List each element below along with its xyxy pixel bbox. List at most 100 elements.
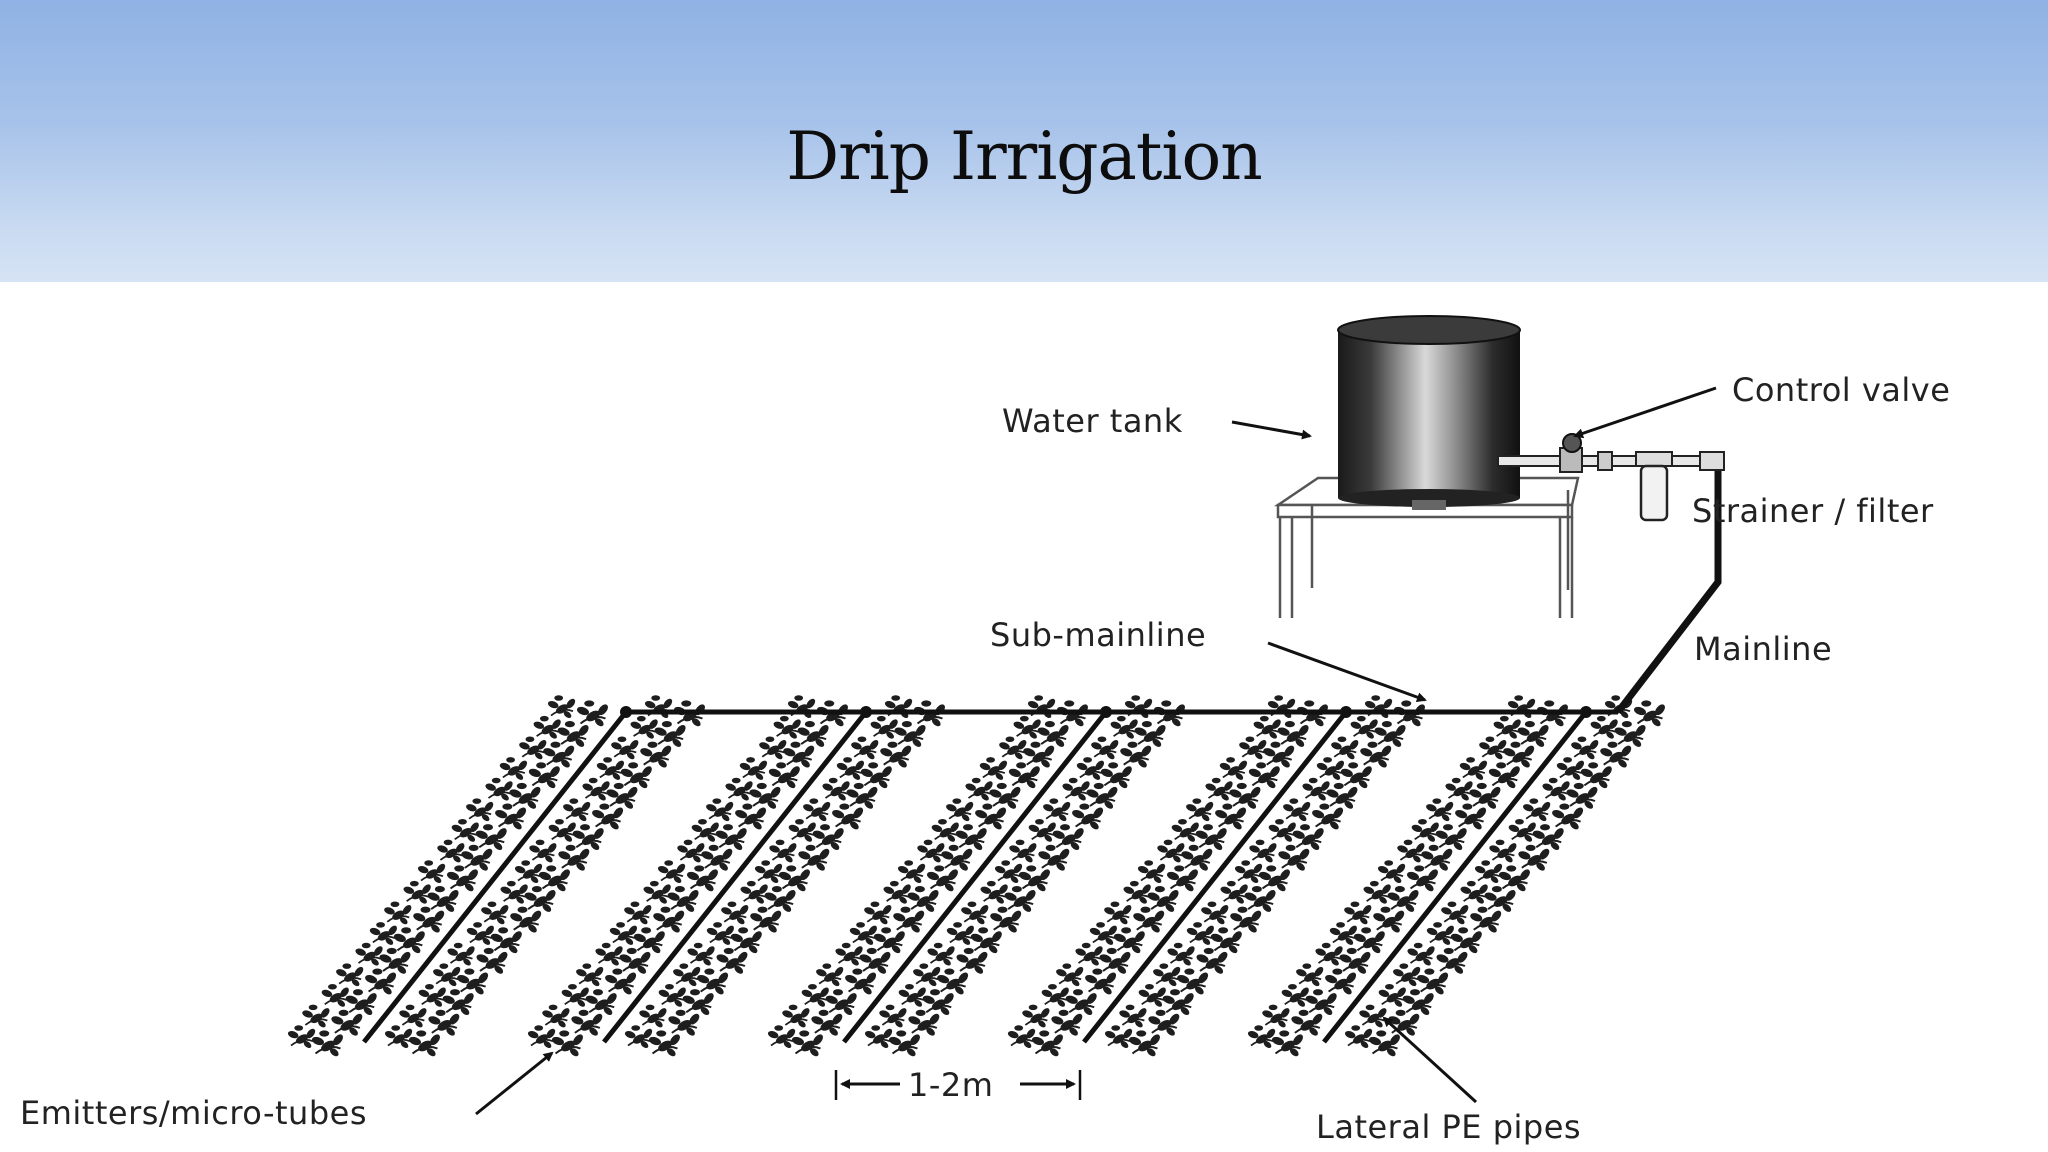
- plant: [1385, 885, 1422, 915]
- plant: [309, 1029, 346, 1059]
- plant: [1199, 900, 1231, 927]
- lateral-pipe: [842, 710, 1108, 1044]
- plant: [1131, 905, 1168, 936]
- plant: [1035, 720, 1072, 750]
- plant: [1303, 988, 1340, 1018]
- plant: [1251, 714, 1284, 741]
- plant: [1363, 694, 1395, 721]
- plant: [1448, 926, 1485, 956]
- label-water-tank: Water tank: [1002, 402, 1183, 440]
- slide-header-sky-banner: [0, 0, 2048, 282]
- plant: [377, 946, 414, 977]
- plant: [1300, 776, 1333, 803]
- plant: [300, 1003, 333, 1030]
- plant: [795, 720, 832, 750]
- plant: [593, 941, 626, 968]
- lateral-pipe: [1322, 710, 1588, 1044]
- outlet-pipe-assembly: [1497, 433, 1725, 522]
- plant: [549, 1029, 586, 1059]
- plant: [1337, 946, 1374, 977]
- plant: [517, 735, 549, 762]
- plant: [1564, 781, 1601, 812]
- plant: [444, 864, 481, 894]
- plant: [536, 864, 573, 894]
- plant: [1314, 756, 1347, 783]
- plant: [987, 781, 1024, 812]
- plant: [857, 946, 894, 977]
- plant: [622, 900, 654, 927]
- plant: [881, 879, 914, 906]
- plant: [464, 921, 497, 948]
- plant: [435, 838, 468, 865]
- plant: [762, 885, 799, 915]
- plant: [780, 1003, 813, 1030]
- plant: [684, 864, 721, 894]
- plant: [1386, 1008, 1423, 1039]
- plant: [968, 926, 1005, 956]
- plant: [609, 735, 641, 762]
- plant: [1169, 818, 1202, 845]
- plant: [1151, 962, 1183, 989]
- plant: [786, 694, 818, 721]
- plant: [1506, 694, 1538, 721]
- plant: [1400, 988, 1437, 1018]
- plant: [1145, 885, 1182, 915]
- plant: [541, 740, 578, 771]
- plant: [329, 1008, 366, 1039]
- plant: [1439, 900, 1471, 927]
- plant: [1424, 921, 1457, 948]
- plant: [1174, 967, 1212, 997]
- plant: [1132, 720, 1169, 750]
- plant: [1329, 735, 1361, 762]
- plant: [1021, 740, 1058, 771]
- plant: [574, 962, 606, 989]
- plant: [796, 843, 833, 874]
- plant: [319, 983, 352, 1010]
- plant: [685, 941, 718, 968]
- plant: [651, 905, 688, 936]
- plant: [978, 879, 1011, 906]
- plant: [1467, 781, 1504, 812]
- plant: [1212, 802, 1250, 832]
- plant: [628, 714, 661, 741]
- plant: [594, 756, 627, 783]
- plant: [1054, 962, 1086, 989]
- plant: [580, 776, 613, 803]
- plant: [1631, 699, 1668, 729]
- plant: [1486, 761, 1523, 791]
- plant: [382, 900, 414, 927]
- plant: [583, 988, 620, 1018]
- plant: [694, 967, 732, 997]
- plant: [367, 921, 400, 948]
- plant: [1193, 823, 1230, 853]
- plant: [920, 988, 957, 1018]
- plant: [1391, 962, 1423, 989]
- plant: [1165, 941, 1198, 968]
- plant: [1194, 946, 1231, 977]
- plant: [397, 1003, 430, 1030]
- plant: [1082, 967, 1120, 997]
- plant: [993, 859, 1025, 886]
- plant: [963, 776, 996, 803]
- plant: [526, 1024, 558, 1051]
- plant: [786, 818, 819, 845]
- plant: [497, 756, 530, 783]
- label-lateral-pipes: Lateral PE pipes: [1316, 1108, 1581, 1146]
- plant: [915, 838, 948, 865]
- plant: [1434, 946, 1471, 977]
- plant: [1521, 797, 1553, 824]
- plant: [757, 735, 789, 762]
- plant: [1084, 781, 1121, 812]
- plant: [1136, 983, 1169, 1010]
- plant: [1516, 843, 1553, 874]
- plant: [906, 1008, 943, 1039]
- plant: [1029, 1029, 1066, 1059]
- plant: [905, 885, 942, 915]
- plant: [809, 1008, 846, 1039]
- plant: [1087, 921, 1120, 948]
- plant: [714, 946, 751, 977]
- plant: [1247, 838, 1280, 865]
- label-emitters: Emitters/micro-tubes: [20, 1094, 367, 1132]
- plant: [652, 720, 689, 750]
